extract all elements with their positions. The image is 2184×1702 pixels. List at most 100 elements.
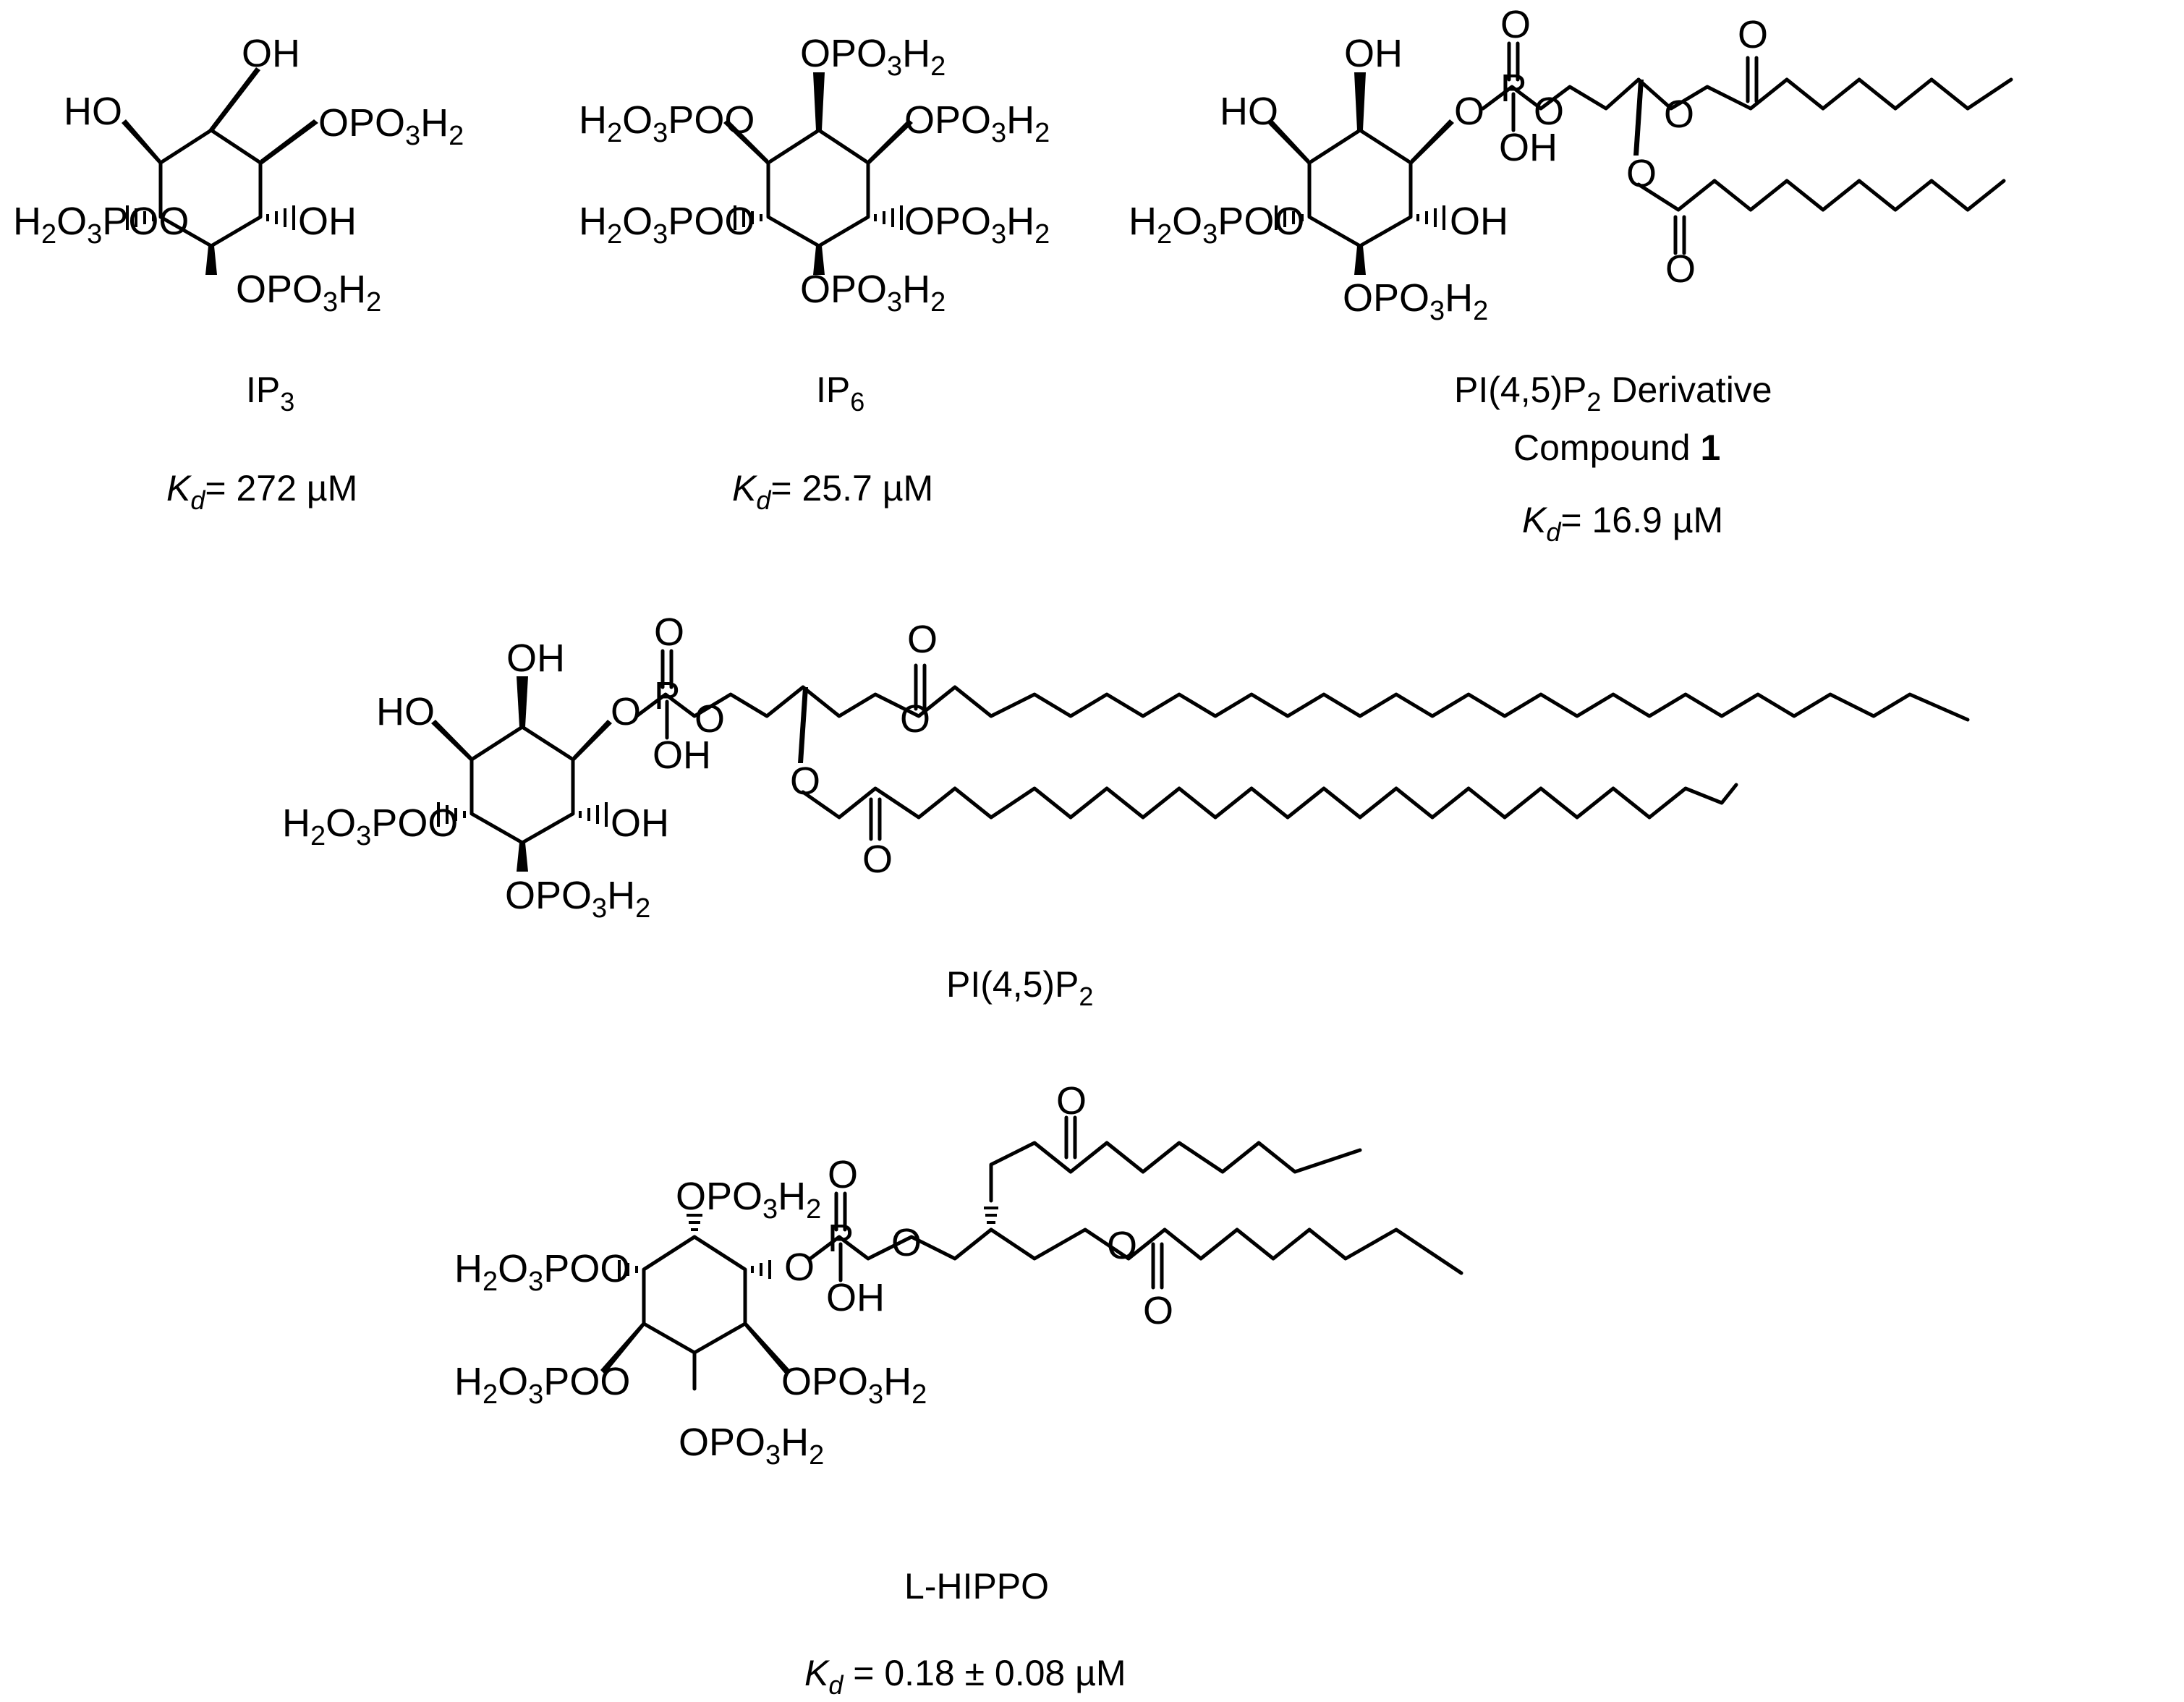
pi45p2-label-o-ester1: O bbox=[900, 697, 930, 741]
ip3-label-h2o3po: H2O3POO bbox=[13, 200, 189, 250]
lhippo-hash-stereocenter bbox=[984, 1207, 998, 1224]
compound1-label-oh-right: OH bbox=[1450, 200, 1508, 243]
compound1-name-line2: Compound 1 bbox=[1513, 427, 1720, 468]
compound1-hash-oh-right bbox=[1416, 205, 1445, 230]
compound1-wedge-bottom bbox=[1354, 246, 1366, 275]
pi45p2-wedge-bottom bbox=[517, 843, 528, 872]
compound1-label-o-ester-bridge: O bbox=[1534, 90, 1564, 133]
ip6-kd: Kd= 25.7 µM bbox=[732, 468, 933, 515]
ip6-label-right-upper: OPO3H2 bbox=[904, 98, 1050, 148]
lhippo-label-opo3h2-top: OPO3H2 bbox=[676, 1175, 821, 1225]
compound1-label-p: P bbox=[1500, 67, 1526, 110]
ip3-hash-h2o3po bbox=[126, 205, 155, 230]
ip3-wedge-opo3h2-bottom bbox=[205, 246, 217, 275]
pi45p2-label-o-ester2: O bbox=[790, 759, 820, 803]
pi45p2-hash-h2o3po bbox=[437, 802, 466, 827]
pi45p2-label-oh-right: OH bbox=[611, 801, 669, 845]
structure-l-hippo: OPO3H2 H2O3POO O P O OH O O O O H2O3POO … bbox=[454, 1079, 1463, 1700]
ip3-hash-oh-right bbox=[266, 205, 295, 230]
structure-ip6: OPO3H2 H2O3POO OPO3H2 H2O3POO OPO3H2 OPO… bbox=[579, 32, 1050, 515]
lhippo-hash-right-upper bbox=[751, 1260, 771, 1279]
ip6-wedge-right bbox=[868, 119, 913, 166]
lhippo-label-o-double: O bbox=[828, 1153, 858, 1196]
pi45p2-label-o-ester-bridge: O bbox=[694, 697, 725, 741]
ip6-label-bottom: OPO3H2 bbox=[800, 268, 946, 318]
compound1-label-h2o3po: H2O3POO bbox=[1129, 200, 1304, 250]
pi45p2-label-oh-phos: OH bbox=[653, 733, 711, 777]
lhippo-label-opo3h2-bottom: OPO3H2 bbox=[679, 1421, 824, 1471]
ip3-kd: Kd= 272 µM bbox=[166, 468, 357, 515]
pi45p2-wedge-phosphate-o bbox=[573, 720, 612, 762]
compound1-label-oh-top: OH bbox=[1344, 32, 1403, 75]
structure-compound-1: OH HO O P O OH O O O O O H2O3POO OH OPO3… bbox=[1129, 3, 2013, 547]
lhippo-label-o-bridge: O bbox=[891, 1221, 922, 1264]
ip6-wedge-left bbox=[723, 119, 768, 166]
lhippo-label-o-ketone: O bbox=[1056, 1079, 1087, 1123]
compound1-label-o-ester1: O bbox=[1664, 93, 1694, 136]
pi45p2-name: PI(4,5)P2 bbox=[946, 964, 1093, 1011]
ip6-hash-right-lower bbox=[874, 205, 903, 230]
compound1-label-o-carbonyl2: O bbox=[1665, 247, 1696, 291]
compound1-chain-lower bbox=[1636, 179, 2006, 212]
pi45p2-wedge-ho bbox=[431, 720, 472, 762]
lhippo-name: L-HIPPO bbox=[904, 1566, 1049, 1607]
compound1-name-line1: PI(4,5)P2 Derivative bbox=[1454, 370, 1772, 417]
lhippo-hash-top bbox=[687, 1214, 702, 1231]
ip3-wedge-ho bbox=[122, 119, 161, 166]
compound1-ring bbox=[1307, 128, 1413, 248]
ip6-wedge-top bbox=[813, 72, 825, 130]
pi45p2-hash-oh-right bbox=[579, 802, 608, 827]
lhippo-label-o-ester: O bbox=[1107, 1224, 1137, 1267]
ip6-name: IP6 bbox=[816, 370, 864, 417]
pi45p2-label-opo3h2: OPO3H2 bbox=[505, 874, 650, 924]
lhippo-kd: Kd = 0.18 ± 0.08 µM bbox=[804, 1653, 1126, 1700]
compound1-label-o-double: O bbox=[1500, 3, 1531, 46]
ip6-hash-left-lower bbox=[734, 205, 762, 230]
ip6-label-left-upper: H2O3POO bbox=[579, 98, 755, 148]
pi45p2-saturated-chain bbox=[801, 783, 1738, 820]
pi45p2-label-o-phos: O bbox=[611, 690, 641, 733]
ip6-label-right-lower: OPO3H2 bbox=[904, 200, 1050, 250]
lhippo-label-oh-phos: OH bbox=[826, 1276, 885, 1319]
ip3-label-opo3h2-bottom: OPO3H2 bbox=[236, 268, 381, 318]
lhippo-ketone-chain bbox=[989, 1141, 1362, 1203]
lhippo-wedge-right-lower bbox=[745, 1321, 790, 1374]
lhippo-label-h2o3po-lower: H2O3POO bbox=[454, 1360, 630, 1410]
lhippo-label-o-phos: O bbox=[784, 1246, 815, 1289]
pi45p2-label-p: P bbox=[654, 674, 680, 718]
compound1-chain-upper bbox=[1636, 77, 2013, 111]
ip3-name: IP3 bbox=[246, 370, 294, 417]
lhippo-hash-left-upper bbox=[618, 1260, 638, 1279]
lhippo-ester-chain bbox=[989, 1227, 1463, 1275]
ip3-wedge-opo3h2 bbox=[260, 119, 318, 166]
compound1-kd: Kd= 16.9 µM bbox=[1522, 500, 1723, 547]
compound1-wedge-oh-top bbox=[1354, 72, 1366, 130]
ip3-wedge-oh-top bbox=[208, 67, 260, 130]
lhippo-label-p: P bbox=[828, 1217, 854, 1260]
pi45p2-label-o-carbonyl2: O bbox=[862, 838, 893, 881]
compound1-phosphate-chain bbox=[1481, 77, 1641, 111]
compound1-label-o-carbonyl1: O bbox=[1738, 13, 1768, 56]
compound1-label-ho: HO bbox=[1220, 90, 1278, 133]
ip6-label-left-lower: H2O3POO bbox=[579, 200, 755, 250]
ip3-label-opo3h2-right: OPO3H2 bbox=[318, 101, 464, 151]
compound1-wedge-ester-o bbox=[1633, 80, 1644, 156]
ip3-label-oh-right: OH bbox=[298, 200, 357, 243]
pi45p2-label-o-carbonyl1: O bbox=[907, 618, 938, 661]
ip6-wedge-bottom bbox=[813, 246, 825, 275]
compound1-wedge-phosphate-o bbox=[1411, 119, 1454, 166]
compound1-label-oh-phos: OH bbox=[1499, 126, 1558, 169]
compound1-wedge-ho bbox=[1267, 119, 1309, 166]
lhippo-label-o-carbonyl: O bbox=[1143, 1289, 1173, 1332]
structure-ip3: OH HO OPO3H2 H2O3POO OH OPO3H2 IP3 Kd= 2… bbox=[13, 32, 464, 515]
structure-pi45p2: OH HO O P O OH O O O O O H2O3POO OH OPO3… bbox=[282, 610, 1970, 1011]
pi45p2-label-o-double: O bbox=[654, 610, 684, 654]
lhippo-ring bbox=[642, 1235, 747, 1355]
lhippo-label-h2o3po-upper: H2O3POO bbox=[454, 1247, 630, 1297]
pi45p2-label-oh-top: OH bbox=[506, 637, 565, 680]
pi45p2-wedge-ester-o bbox=[798, 687, 808, 763]
ip6-ring bbox=[766, 128, 870, 248]
compound1-label-o-ester2: O bbox=[1626, 152, 1657, 195]
